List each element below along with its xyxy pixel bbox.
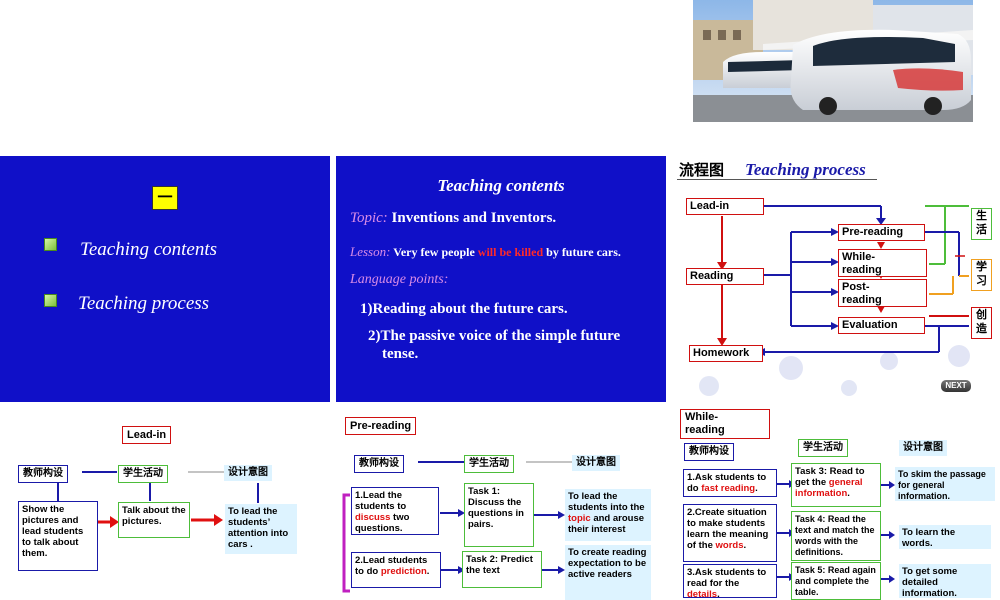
flow-box-pre-reading: Pre-reading <box>838 224 925 241</box>
slide-title: Lead-in <box>122 426 172 444</box>
slide-while-reading[interactable]: While- reading 教师构设 学生活动 设计意图 1.Ask stud… <box>669 405 1000 600</box>
next-button[interactable]: NEXT <box>941 380 971 392</box>
section-number-badge: 一 <box>152 186 178 210</box>
header-teacher: 教师构设 <box>684 443 734 461</box>
language-point-2-cont: tense. <box>382 346 419 362</box>
outline-item-teaching-process: Teaching process <box>78 293 210 314</box>
bullet-square-icon <box>44 294 57 307</box>
slide-pre-reading[interactable]: Pre-reading 教师构设 学生活动 设计意图 1.Lead the st… <box>336 405 666 600</box>
header-purpose: 设计意图 <box>572 455 620 471</box>
slide-title: While- reading <box>680 409 770 439</box>
lesson-line: Lesson: Very few people will be killed b… <box>350 244 621 259</box>
slide-teaching-process[interactable]: 流程图 Teaching process Lead-in Reading Hom… <box>669 156 1000 402</box>
purpose-cell-2: To create reading expectation to be acti… <box>565 545 651 600</box>
purpose-cell: To lead the students’ attention into car… <box>225 504 297 554</box>
title-divider <box>677 179 877 180</box>
header-student: 学生活动 <box>464 455 514 473</box>
teacher-cell-1: 1.Lead the students to discuss two quest… <box>351 487 439 535</box>
outline-item-teaching-contents: Teaching contents <box>80 239 218 260</box>
slide-lead-in[interactable]: Lead-in 教师构设 学生活动 设计意图 Show the pictures… <box>0 405 330 600</box>
flow-box-reading: Reading <box>686 268 764 285</box>
slide-teaching-contents[interactable]: Teaching contents Topic: Inventions and … <box>336 156 666 402</box>
flow-title-en: Teaching process <box>745 160 866 179</box>
student-cell-3: Task 5: Read again and complete the tabl… <box>791 562 881 600</box>
while-reading-connectors <box>777 480 895 583</box>
flow-box-homework: Homework <box>689 345 763 362</box>
lead-in-connectors <box>57 471 259 528</box>
topic-line: Topic: Inventions and Inventors. <box>350 210 557 226</box>
bullet-square-icon <box>44 238 57 251</box>
purpose-cell-3: To get some detailed information. <box>899 564 991 599</box>
header-purpose: 设计意图 <box>899 440 947 456</box>
flow-box-lead-in: Lead-in <box>686 198 764 215</box>
teacher-cell-1: 1.Ask students to do fast reading. <box>683 469 777 497</box>
purpose-cell-1: To lead the students into the topic and … <box>565 489 651 541</box>
purpose-cell-2: To learn the words. <box>899 525 991 549</box>
header-purpose: 设计意图 <box>224 465 272 481</box>
flow-box-while-reading: While- reading <box>838 249 927 277</box>
header-teacher: 教师构设 <box>354 455 404 473</box>
flow-title-cn: 流程图 <box>679 162 725 179</box>
language-point-2: 2)The passive voice of the simple future <box>368 328 621 344</box>
side-box-life: 生 活 <box>971 208 992 240</box>
header-student: 学生活动 <box>798 439 848 457</box>
side-box-create: 创 造 <box>971 307 992 339</box>
flow-box-post-reading: Post- reading <box>838 279 927 307</box>
student-cell-2: Task 4: Read the text and match the word… <box>791 511 881 561</box>
side-box-study: 学 习 <box>971 259 992 291</box>
language-point-1: 1)Reading about the future cars. <box>360 301 568 317</box>
student-cell-2: Task 2: Predict the text <box>462 551 542 588</box>
flow-decoration <box>699 205 970 396</box>
purpose-cell-1: To skim the passage for general informat… <box>895 467 995 501</box>
slide-title: Pre-reading <box>345 417 417 435</box>
header-teacher: 教师构设 <box>18 465 68 483</box>
student-cell: Talk about the pictures. <box>118 502 190 538</box>
flow-box-evaluation: Evaluation <box>838 317 925 334</box>
slide-title: Teaching contents <box>437 176 565 195</box>
pre-reading-connectors <box>342 461 572 593</box>
teacher-cell-2: 2.Lead students to do prediction. <box>351 552 441 588</box>
teacher-cell: Show the pictures and lead students to t… <box>18 501 98 571</box>
language-points-label: Language points: <box>350 272 449 287</box>
header-student: 学生活动 <box>118 465 168 483</box>
slide-outline[interactable]: 一 Teaching contents Teaching process <box>0 156 330 402</box>
teacher-cell-3: 3.Ask students to read for the details. <box>683 564 777 600</box>
student-cell-1: Task 3: Read to get the general informat… <box>791 463 881 507</box>
student-cell-1: Task 1: Discuss the questions in pairs. <box>464 483 534 547</box>
teacher-cell-2: 2.Create situation to make students lear… <box>683 504 777 562</box>
bus-photo <box>693 0 973 122</box>
